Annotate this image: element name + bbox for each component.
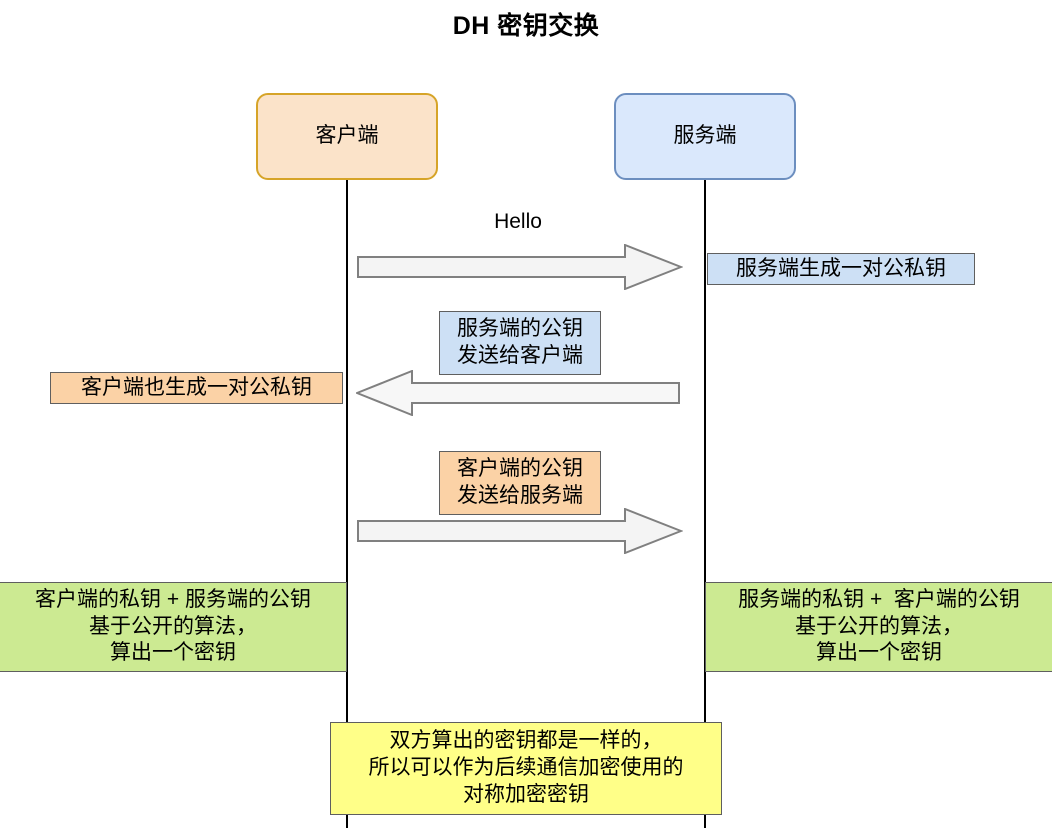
- note-message-server-pubkey: 服务端的公钥 发送给客户端: [439, 311, 601, 375]
- actor-server-label: 服务端: [673, 124, 737, 148]
- actor-client-label: 客户端: [315, 124, 379, 148]
- actor-client[interactable]: 客户端: [256, 93, 438, 180]
- note-client-compute: 客户端的私钥 + 服务端的公钥 基于公开的算法， 算出一个密钥: [0, 582, 347, 672]
- message-arrow-server-pubkey: [356, 370, 680, 416]
- message-arrow-hello: [357, 244, 683, 290]
- note-conclusion: 双方算出的密钥都是一样的， 所以可以作为后续通信加密使用的 对称加密密钥: [330, 722, 722, 815]
- note-server-keygen: 服务端生成一对公私钥: [707, 253, 975, 285]
- note-server-compute: 服务端的私钥 + 客户端的公钥 基于公开的算法， 算出一个密钥: [705, 582, 1052, 672]
- lifeline-server: [704, 180, 706, 828]
- note-client-keygen: 客户端也生成一对公私钥: [50, 372, 343, 404]
- note-message-client-pubkey: 客户端的公钥 发送给服务端: [439, 451, 601, 515]
- actor-server[interactable]: 服务端: [614, 93, 796, 180]
- lifeline-client: [346, 180, 348, 828]
- message-arrow-client-pubkey: [357, 508, 683, 554]
- message-label-hello: Hello: [494, 210, 542, 233]
- page-title: DH 密钥交换: [452, 12, 600, 40]
